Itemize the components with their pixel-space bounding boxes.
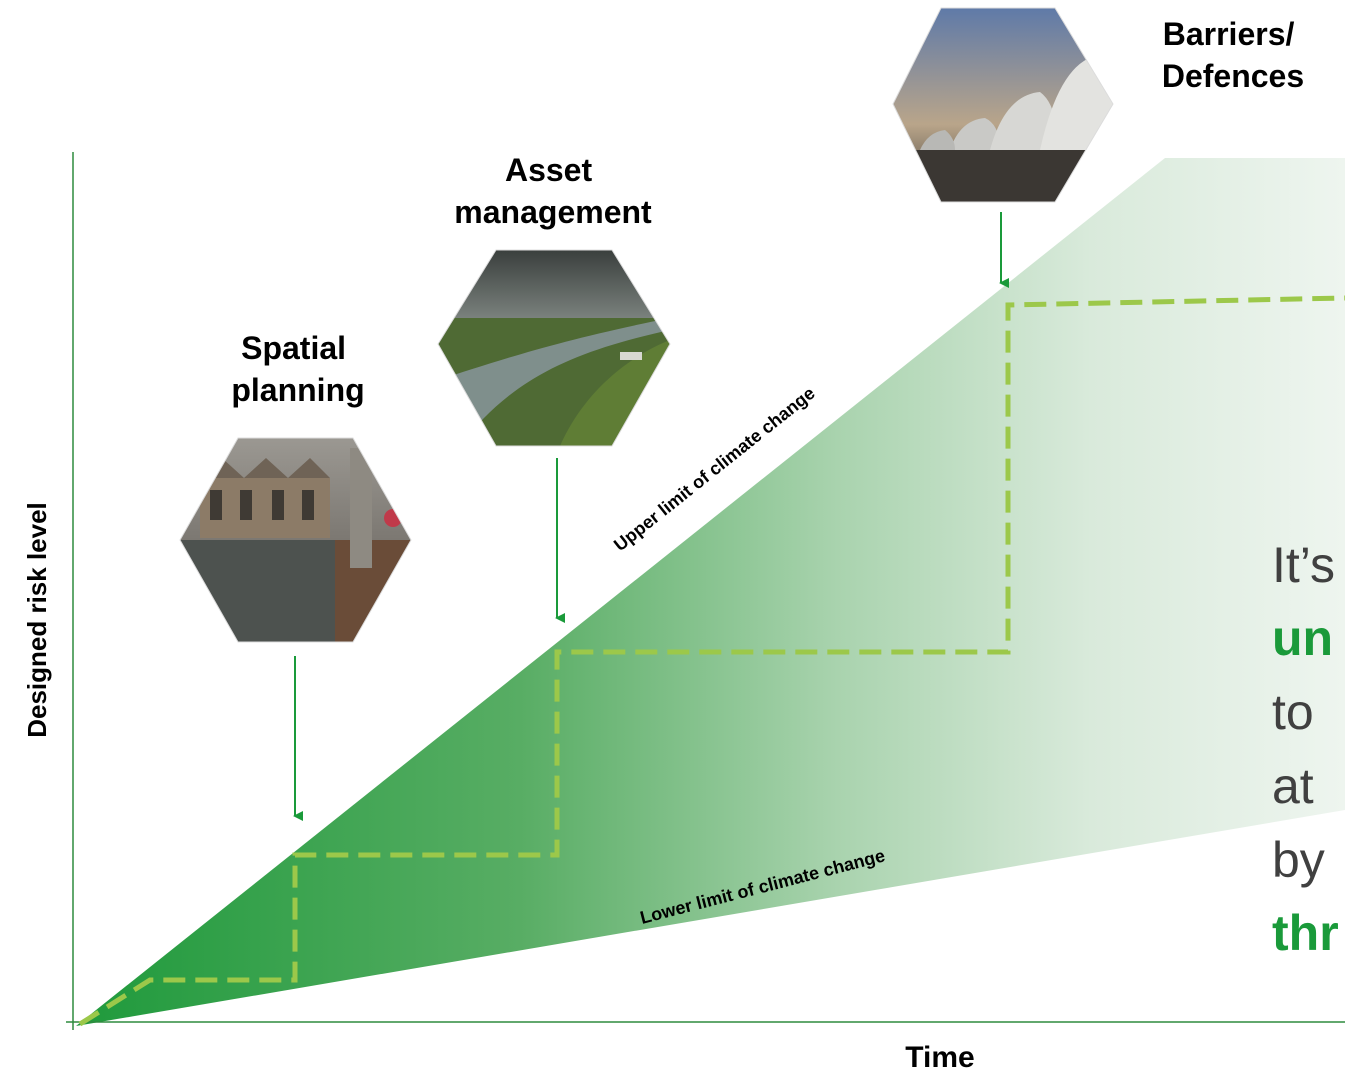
callout-line-1: It’s xyxy=(1272,537,1335,593)
flooded-housing-photo xyxy=(180,438,411,642)
callout-line-2: un xyxy=(1272,610,1333,666)
callout-line-6: thr xyxy=(1272,905,1339,961)
spatial-planning-label: Spatial planning xyxy=(231,330,364,408)
spatial-planning-hex-frame xyxy=(179,437,412,643)
y-axis-label: Designed risk level xyxy=(22,502,52,738)
barriers-defences-label: Barriers/ Defences xyxy=(1162,16,1304,94)
asset-management-hex-frame xyxy=(437,249,671,447)
climate-envelope xyxy=(76,158,1345,1026)
x-axis-label: Time xyxy=(905,1041,974,1071)
callout-line-5: by xyxy=(1272,832,1325,888)
callout-line-4: at xyxy=(1272,758,1314,814)
asset-management-label: Asset management xyxy=(454,152,652,230)
barriers-defences-hex-frame xyxy=(892,7,1114,203)
adaptation-pathway xyxy=(78,295,1345,1027)
river-embankment-photo xyxy=(438,250,670,446)
callout-line-3: to xyxy=(1272,684,1314,740)
